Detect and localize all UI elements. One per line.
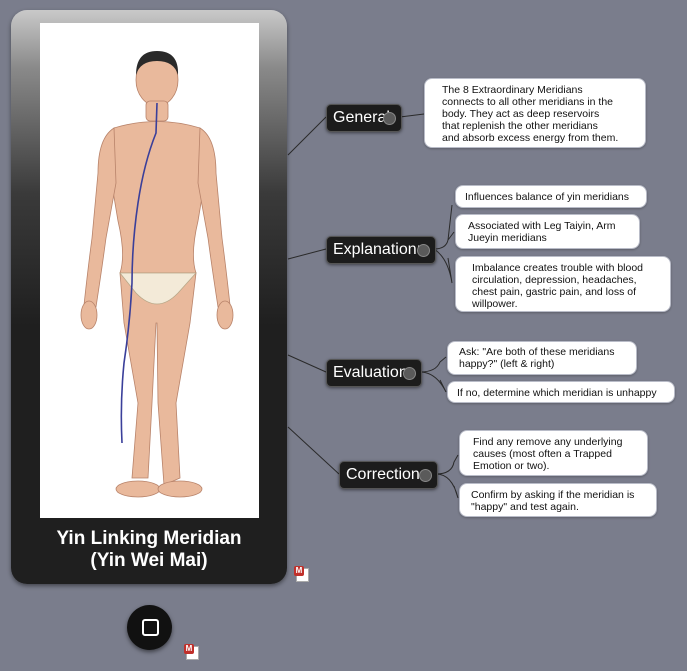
topic-text: Influences balance of yin meridians <box>465 191 630 203</box>
connector-explanation <box>287 248 327 260</box>
branch-label: General <box>333 109 390 126</box>
branch-label: Explanation: <box>333 241 422 258</box>
hair <box>136 51 179 75</box>
branch-label: Correction: <box>346 466 425 483</box>
home-square-icon <box>142 619 159 636</box>
connector-evaluation <box>287 354 327 373</box>
central-topic-card[interactable]: Yin Linking Meridian (Yin Wei Mai) <box>11 10 287 584</box>
meridian-line <box>120 102 158 444</box>
topic-explanation-3[interactable]: Imbalance creates trouble with blood cir… <box>455 256 671 312</box>
meridian-figure-panel <box>40 23 259 518</box>
home-button[interactable] <box>127 605 172 650</box>
connector-explanation-topics <box>433 204 455 284</box>
connector-correction <box>287 426 340 475</box>
collapse-knob-icon[interactable] <box>383 112 396 125</box>
branch-evaluation[interactable]: Evaluation: <box>326 359 422 387</box>
topic-text: Confirm by asking if the meridian is "ha… <box>471 489 635 513</box>
central-title: Yin Linking Meridian (Yin Wei Mai) <box>56 528 242 571</box>
connector-evaluation-topics <box>419 356 447 393</box>
topic-evaluation-2[interactable]: If no, determine which meridian is unhap… <box>447 381 675 403</box>
topic-text: The 8 Extraordinary Meridians connects t… <box>442 84 619 144</box>
collapse-knob-icon[interactable] <box>417 244 430 257</box>
connector-general-topic <box>399 113 425 118</box>
undergarment <box>119 272 197 305</box>
branch-label: Evaluation: <box>333 364 413 381</box>
mindmap-document-icon[interactable] <box>184 644 199 660</box>
topic-text: If no, determine which meridian is unhap… <box>457 387 657 399</box>
topic-evaluation-1[interactable]: Ask: "Are both of these meridians happy?… <box>447 341 637 375</box>
meridian-figure <box>80 51 234 498</box>
body-figure <box>80 53 234 498</box>
connector-general <box>287 116 327 156</box>
collapse-knob-icon[interactable] <box>403 367 416 380</box>
topic-text: Associated with Leg Taiyin, Arm Jueyin m… <box>468 220 616 244</box>
branch-general[interactable]: General <box>326 104 402 132</box>
topic-text: Ask: "Are both of these meridians happy?… <box>459 346 615 370</box>
topic-text: Imbalance creates trouble with blood cir… <box>472 262 644 310</box>
collapse-knob-icon[interactable] <box>419 469 432 482</box>
topic-text: Find any remove any underlying causes (m… <box>473 436 623 472</box>
topic-general[interactable]: The 8 Extraordinary Meridians connects t… <box>424 78 646 148</box>
branch-explanation[interactable]: Explanation: <box>326 236 436 264</box>
mindmap-document-icon[interactable] <box>294 566 309 582</box>
topic-correction-1[interactable]: Find any remove any underlying causes (m… <box>459 430 648 476</box>
topic-correction-2[interactable]: Confirm by asking if the meridian is "ha… <box>459 483 657 517</box>
connector-correction-topics <box>435 454 459 499</box>
branch-correction[interactable]: Correction: <box>339 461 438 489</box>
topic-explanation-1[interactable]: Influences balance of yin meridians <box>455 185 647 208</box>
topic-explanation-2[interactable]: Associated with Leg Taiyin, Arm Jueyin m… <box>455 214 640 249</box>
